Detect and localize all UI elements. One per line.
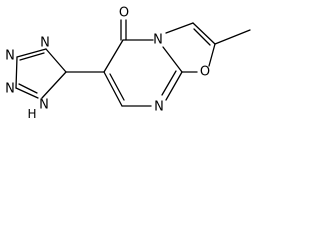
bond-c8a-n8-double xyxy=(161,70,177,96)
chemical-structure: O N O N N N N N H xyxy=(5,6,251,122)
bond-c6-c5 xyxy=(103,39,124,73)
atom-nitrogen-pyrimidine: N xyxy=(154,100,164,115)
atom-nitrogen-bridge: N xyxy=(153,33,163,48)
bond-c2-methyl xyxy=(214,29,251,45)
bond-c7-c6 xyxy=(103,71,123,107)
atom-nitrogen-tetrazole-1: N xyxy=(40,36,50,51)
bond-c2-o1 xyxy=(208,43,216,67)
bond-tz-c5-n4 xyxy=(45,48,67,73)
bond-tz-n1-c5 xyxy=(41,71,67,99)
atom-oxygen-carbonyl: O xyxy=(119,6,129,21)
atom-nitrogen-tetrazole-nh: N xyxy=(39,98,49,113)
bond-c7-c6-double xyxy=(109,73,125,101)
bond-tz-n2-n1 xyxy=(15,87,39,99)
bond-c8a-n8 xyxy=(165,71,183,101)
bonds xyxy=(15,19,251,107)
bond-n4-c3 xyxy=(165,22,194,34)
atom-hydrogen-tetrazole-nh: H xyxy=(27,107,36,121)
bond-n4-c8a xyxy=(162,46,183,73)
atom-nitrogen-tetrazole-2: N xyxy=(5,49,15,64)
bond-c3-c2 xyxy=(192,22,216,45)
atom-oxygen-ring: O xyxy=(200,65,210,80)
bond-tz-n2-n1-double xyxy=(18,83,38,94)
atom-labels: O N O N N N N N H xyxy=(5,6,210,122)
bond-tz-n3-n2 xyxy=(15,56,18,89)
bond-tz-n3-n3-double xyxy=(19,52,45,61)
atom-nitrogen-tetrazole-3: N xyxy=(5,82,15,97)
bond-tz-n4-n3 xyxy=(16,48,47,58)
bond-c3-c2-double xyxy=(193,28,211,46)
